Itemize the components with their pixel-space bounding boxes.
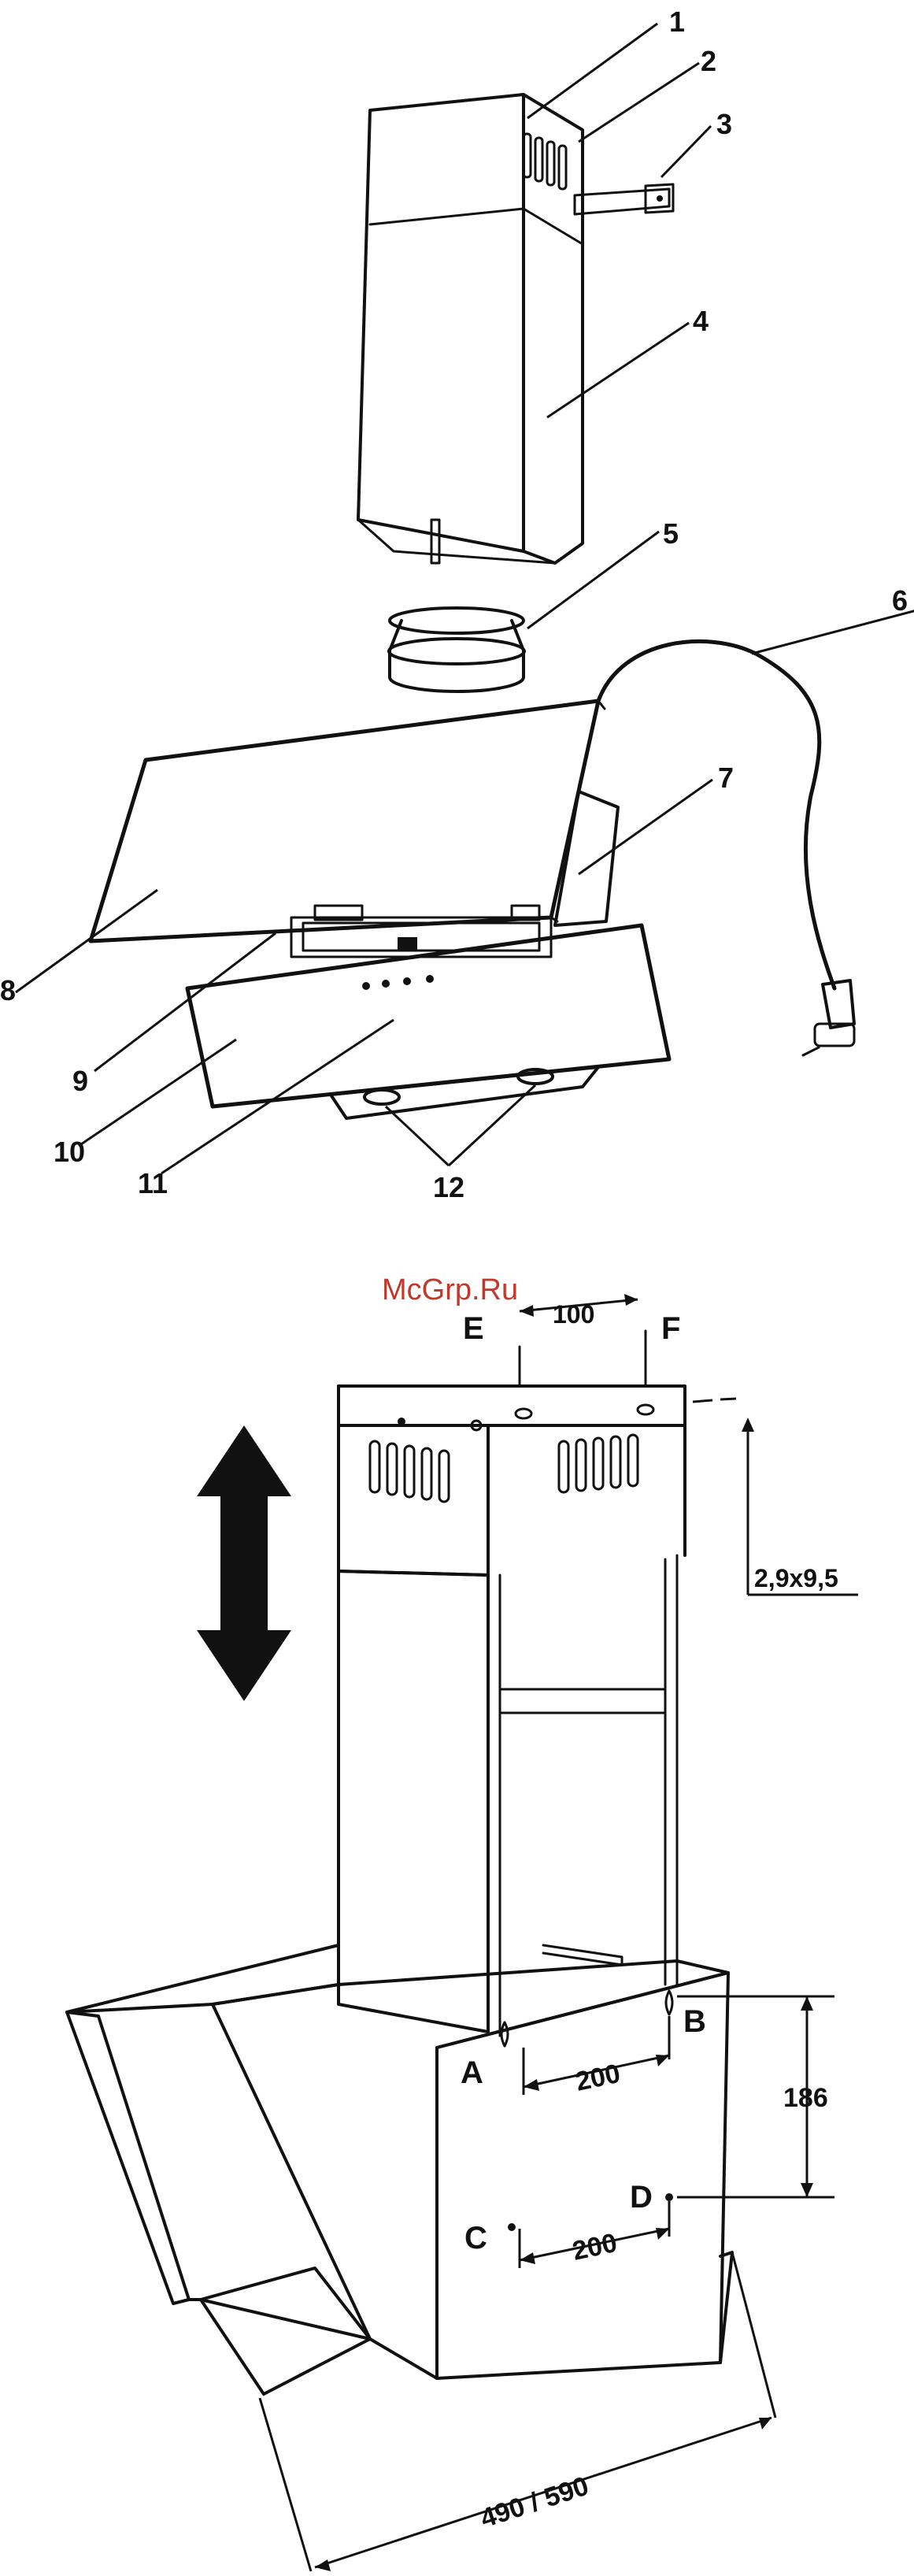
dim-vertical-spacing: 186 (783, 2083, 828, 2113)
callout-3: 3 (716, 108, 732, 140)
label-a: A (461, 2055, 483, 2090)
callout-2: 2 (701, 45, 716, 77)
callout-4: 4 (693, 305, 709, 337)
label-b: B (683, 2004, 706, 2039)
air-outlet-flange (389, 608, 524, 691)
callout-9: 9 (72, 1065, 88, 1097)
hood-bottom (331, 1067, 598, 1118)
point-b-marker-icon (666, 1991, 672, 2014)
hood-body (291, 791, 618, 957)
dim-ef-spacing: 100 (553, 1300, 594, 1329)
installed-hood (67, 1945, 732, 2394)
dim-ab-spacing: 200 (573, 2059, 623, 2097)
callout-numbers: 1 2 3 4 5 6 7 8 9 10 11 12 (0, 6, 908, 1203)
callout-leaders (16, 24, 914, 1173)
dim-cd-spacing: 200 (570, 2228, 620, 2267)
callout-8: 8 (0, 974, 16, 1006)
label-f: F (661, 1311, 680, 1346)
callout-6: 6 (892, 584, 908, 617)
installation-labels: E F 100 2,9x9,5 A B C D 200 200 186 490 … (461, 1300, 838, 2534)
frame-vent-slots (370, 1435, 638, 1502)
power-cord (598, 641, 854, 1055)
callout-7: 7 (718, 762, 734, 794)
label-c: C (464, 2221, 487, 2255)
dim-hood-width: 490 / 590 (477, 2471, 593, 2534)
vent-slots (524, 134, 566, 189)
installation-view: E F 100 2,9x9,5 A B C D 200 200 186 490 … (67, 1294, 858, 2571)
hood-front-panel (187, 925, 669, 1106)
callout-5: 5 (663, 517, 679, 550)
dimension-arrows (315, 1294, 813, 2571)
point-d-marker-icon (665, 2193, 673, 2201)
point-a-marker-icon (501, 2022, 508, 2046)
point-c-marker-icon (508, 2223, 516, 2231)
callout-12: 12 (433, 1171, 464, 1203)
wall-bracket (575, 184, 673, 214)
dim-screw-size: 2,9x9,5 (754, 1564, 838, 1592)
label-d: D (630, 2180, 653, 2215)
callout-10: 10 (54, 1136, 85, 1168)
height-adjust-arrow-icon (197, 1425, 291, 1701)
callout-11: 11 (138, 1167, 168, 1199)
label-e: E (463, 1311, 484, 1346)
callout-1: 1 (669, 6, 685, 38)
chimney-frame (339, 1331, 685, 2036)
exploded-view: 1 2 3 4 5 6 7 8 9 10 11 12 (0, 6, 914, 1203)
chimney-cover (358, 95, 583, 563)
watermark: McGrp.Ru (382, 1273, 518, 1307)
